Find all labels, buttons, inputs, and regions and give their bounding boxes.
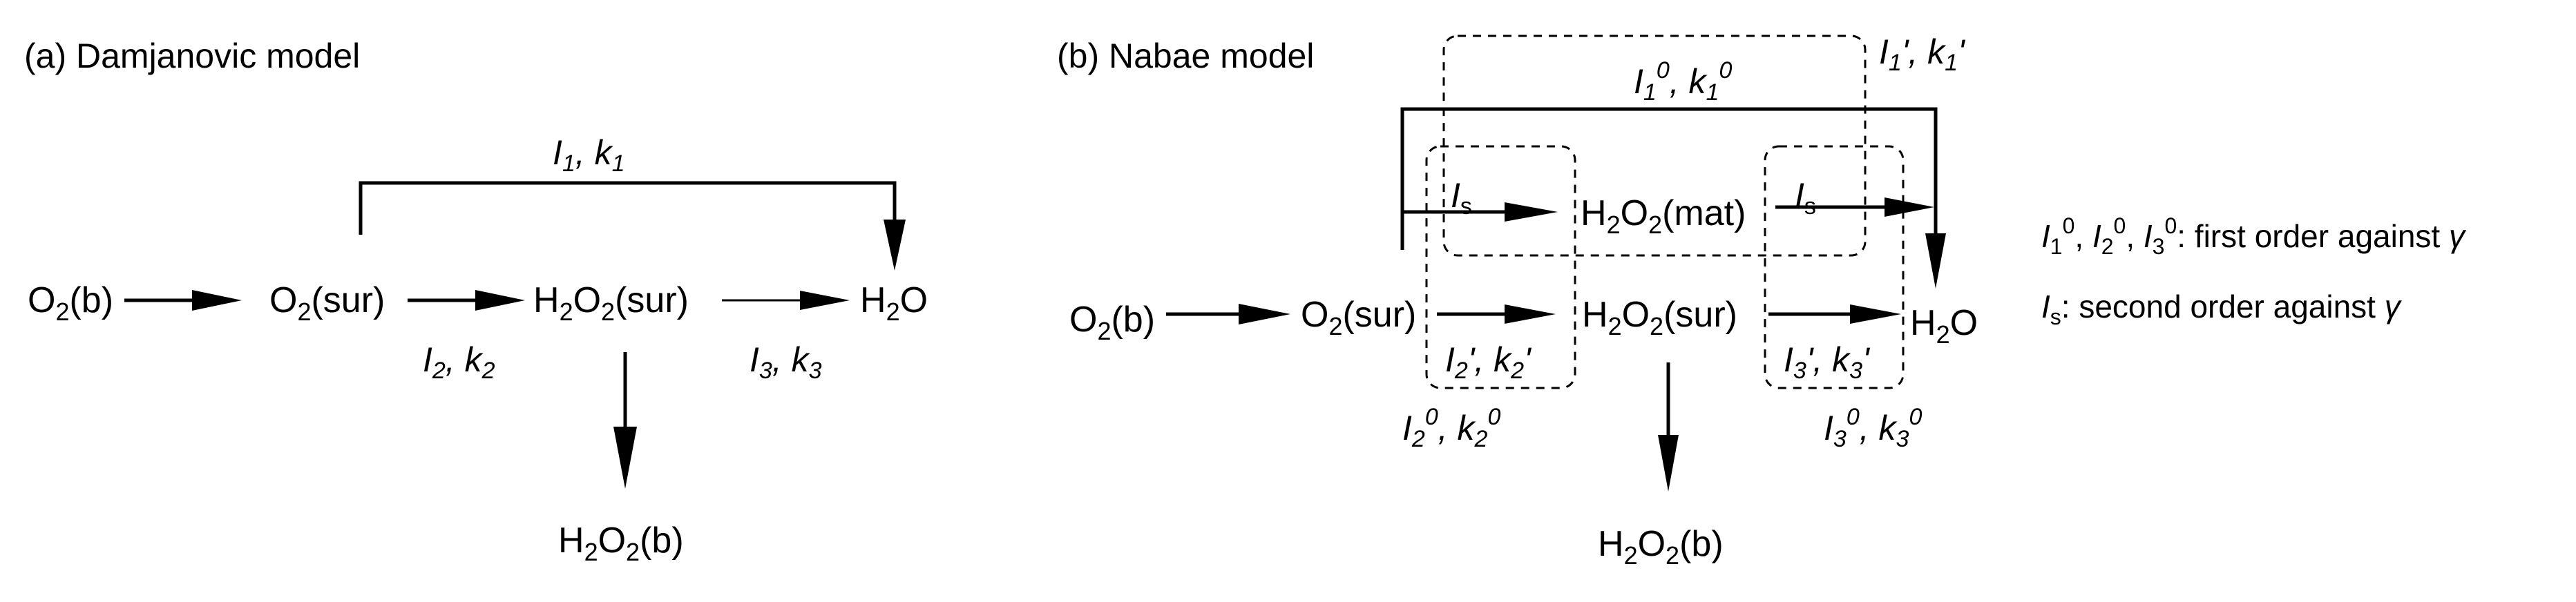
panel-a-arrow-o2sur-to-h2o2sur — [408, 290, 525, 311]
panel-b-is-right: Is — [1795, 176, 1816, 220]
panel-b-arrow-o2sur-to-h2o2sur — [1437, 304, 1556, 324]
panel-b-rate-1-zero: I10, k10 — [1634, 57, 1732, 106]
panel-b-rate-2-prime: I2', k2' — [1445, 340, 1532, 384]
panel-b-o2-surface: O2(sur) — [1301, 295, 1416, 340]
note-first-order: I10, I20, I30: first order against γ — [2041, 213, 2467, 259]
panel-b-arrow-to-h2o2mat — [1402, 202, 1558, 222]
panel-a-rate-3: I3, k3 — [750, 340, 822, 384]
panel-b: (b) Nabae model O2(b) O2(sur) H2O2(mat) … — [1057, 32, 1978, 570]
panel-a-h2o: H2O — [860, 280, 928, 326]
panel-b-arrow-h2o2sur-to-h2o2b — [1658, 362, 1679, 492]
panel-b-arrow-direct-to-h2o — [1400, 107, 1946, 289]
panel-a-title: (a) Damjanovic model — [24, 37, 360, 75]
panel-a-h2o2-surface: H2O2(sur) — [533, 280, 689, 326]
panel-b-rate-3-zero: I30, k30 — [1824, 404, 1922, 452]
panel-b-arrow-h2o2sur-to-h2o — [1768, 304, 1901, 324]
notes: I10, I20, I30: first order against γ Is:… — [2041, 213, 2467, 329]
panel-a: (a) Damjanovic model O2(b) O2(sur) H2O2(… — [24, 37, 928, 566]
panel-a-arrow-direct-o2sur-to-h2o — [359, 181, 906, 271]
panel-b-o2-bulk: O2(b) — [1069, 300, 1155, 345]
panel-a-rate-1: I1, k1 — [553, 133, 625, 177]
panel-a-rate-2: I2, k2 — [423, 340, 495, 384]
panel-b-h2o2-bulk: H2O2(b) — [1598, 524, 1724, 570]
panel-b-rate-3-prime: I3', k3' — [1784, 340, 1870, 384]
panel-b-title: (b) Nabae model — [1057, 37, 1314, 75]
panel-a-o2-bulk: O2(b) — [28, 280, 113, 326]
panel-b-h2o: H2O — [1910, 303, 1978, 349]
panel-b-h2o2-surface: H2O2(sur) — [1582, 295, 1737, 340]
panel-b-arrow-o2b-to-o2sur — [1166, 304, 1290, 324]
panel-a-h2o2-bulk: H2O2(b) — [558, 521, 684, 566]
panel-a-o2-surface: O2(sur) — [269, 280, 385, 326]
note-second-order: Is: second order against γ — [2041, 289, 2403, 329]
panel-a-arrow-h2o2sur-to-h2o2b — [613, 352, 637, 489]
panel-b-h2o2-mat: H2O2(mat) — [1581, 193, 1746, 239]
panel-a-arrow-o2b-to-o2sur — [124, 290, 242, 311]
panel-b-rate-1-prime: I1', k1' — [1879, 32, 1965, 76]
panel-a-arrow-h2o2sur-to-h2o — [722, 291, 850, 310]
panel-b-rate-2-zero: I20, k20 — [1402, 404, 1500, 452]
panel-b-arrow-h2o2mat-to-h2o — [1775, 197, 1934, 217]
dashed-box-left — [1425, 145, 1576, 389]
